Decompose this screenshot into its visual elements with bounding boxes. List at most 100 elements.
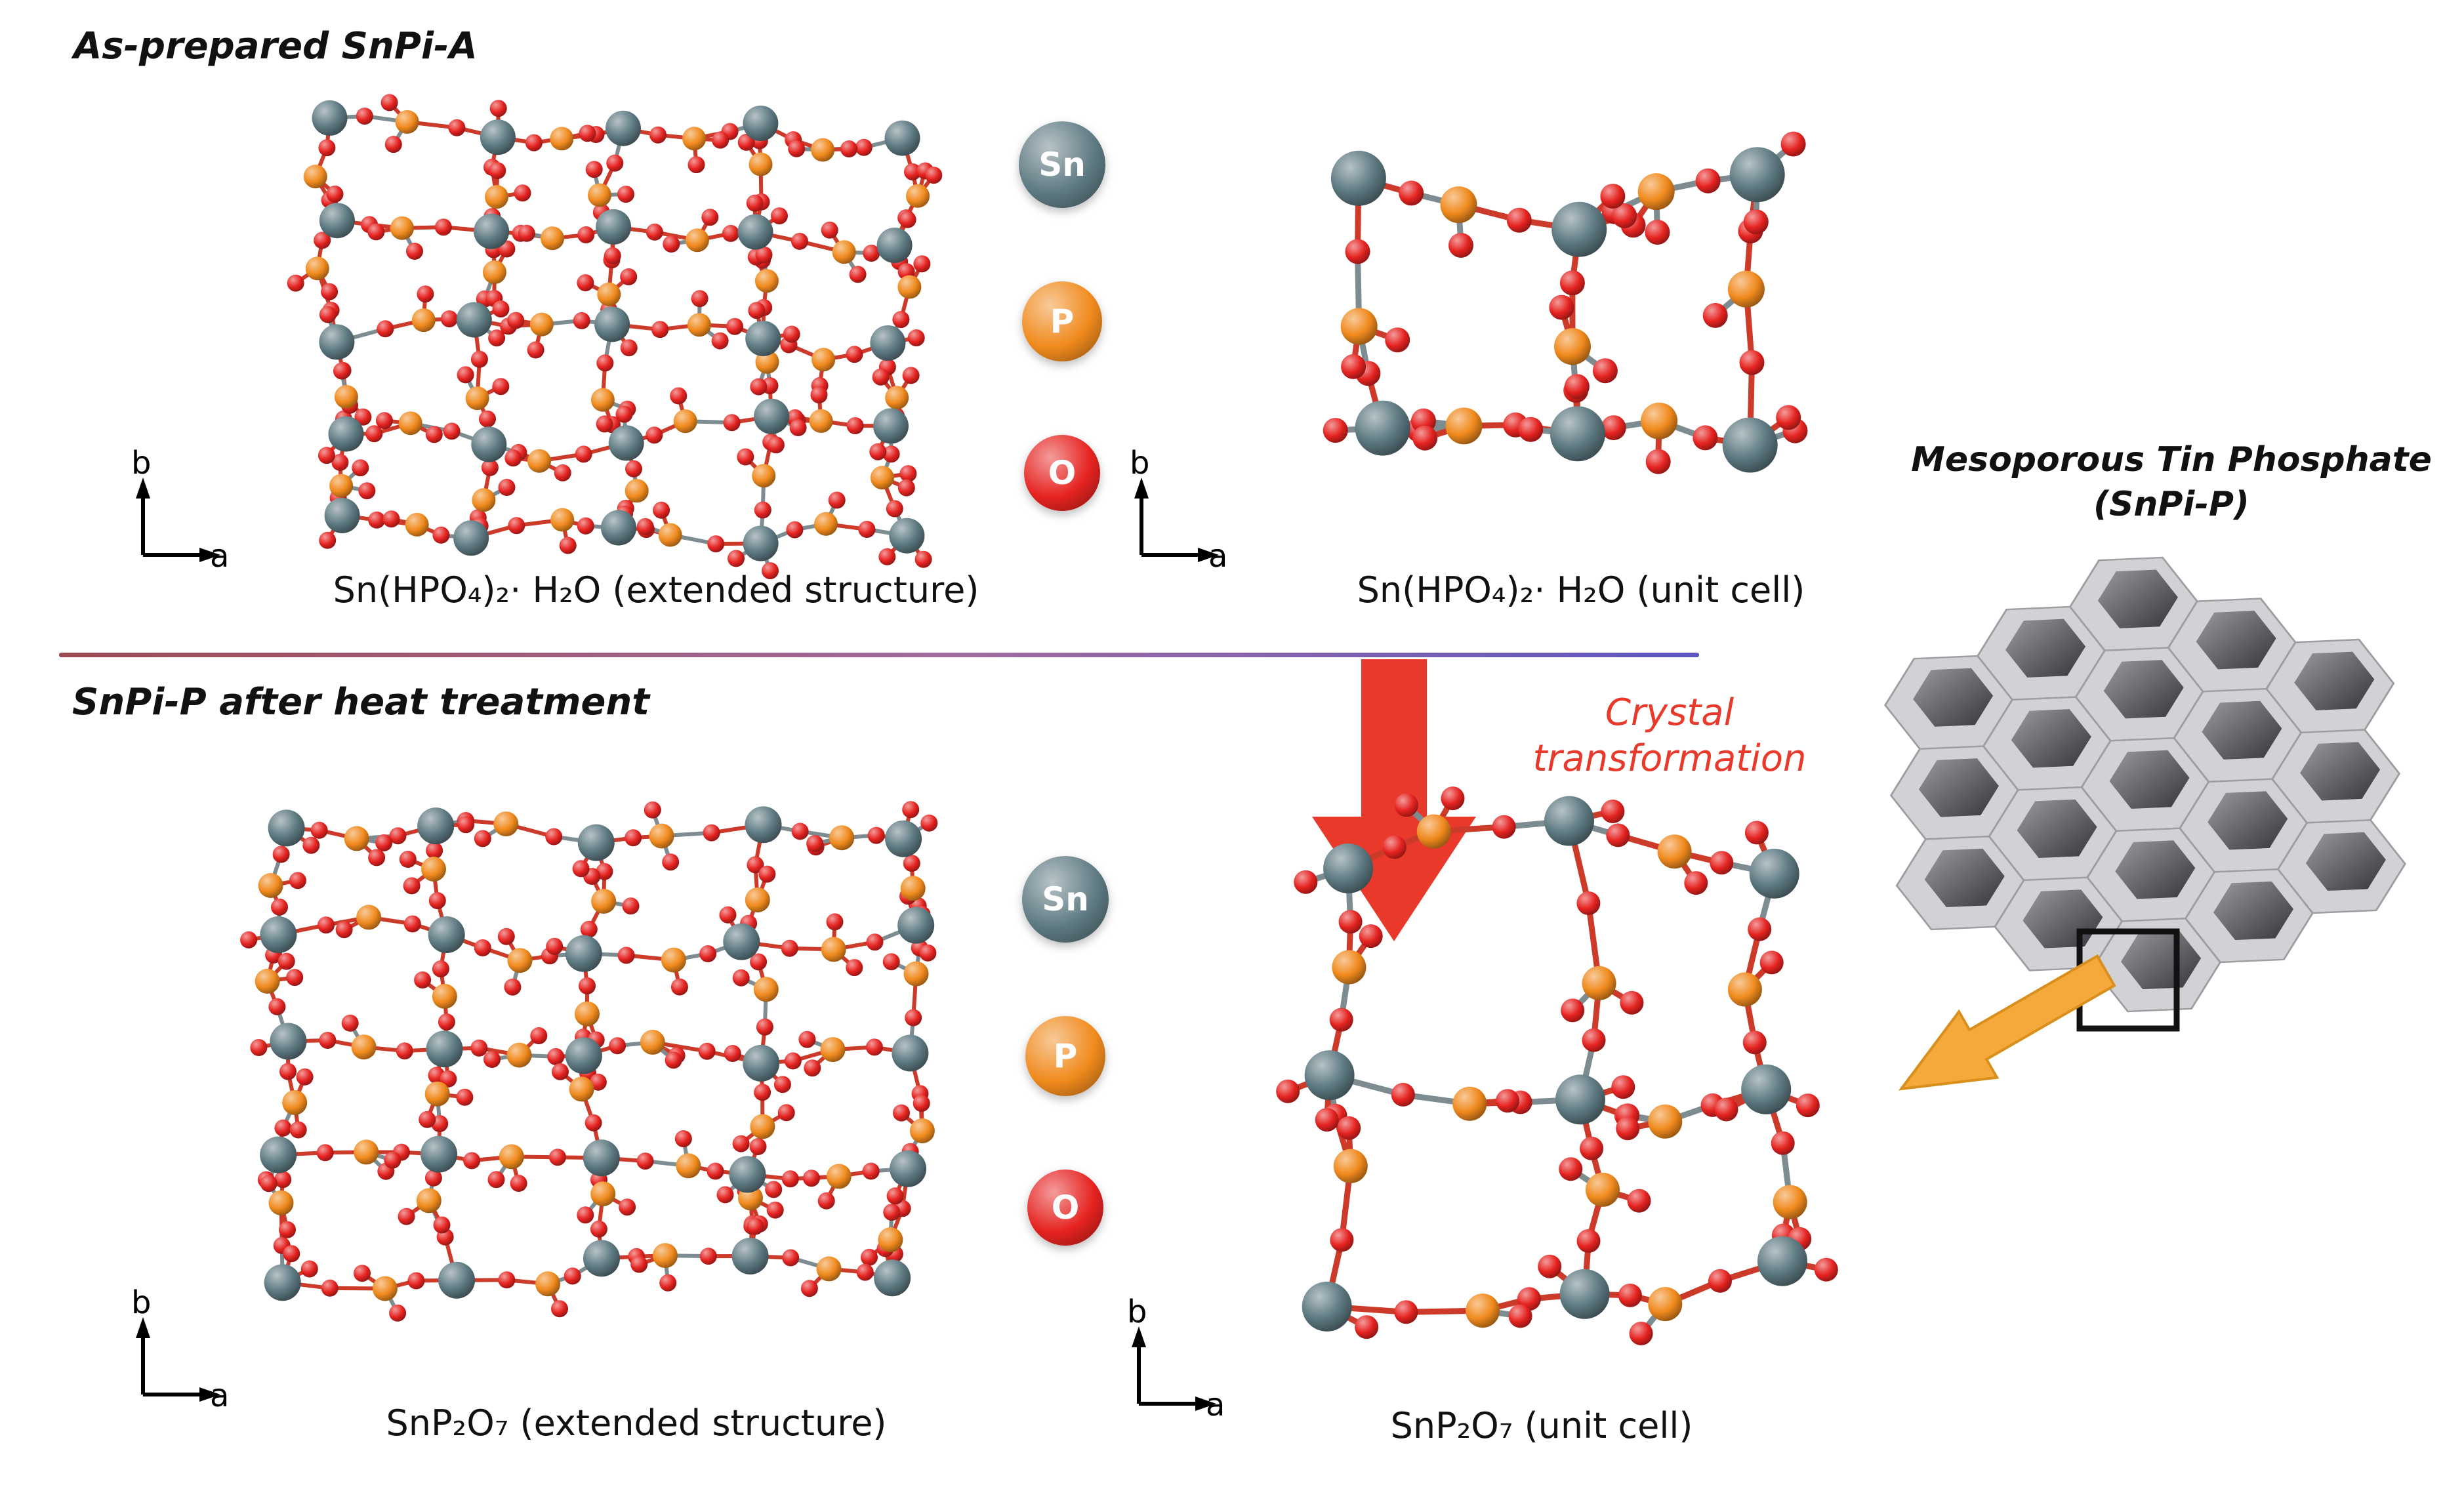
o-atom	[240, 931, 258, 948]
o-atom	[1399, 180, 1424, 206]
o-atom	[750, 378, 768, 396]
o-atom	[1385, 327, 1410, 353]
p-atom	[826, 1164, 852, 1189]
o-atom	[318, 139, 336, 157]
o-atom	[510, 1175, 527, 1192]
o-atom	[504, 449, 522, 467]
honeycomb-cell	[2173, 687, 2303, 783]
p-atom	[903, 961, 929, 987]
o-atom	[920, 814, 938, 832]
sn-atom	[1555, 1074, 1605, 1125]
o-atom	[748, 302, 766, 319]
o-atom	[732, 1135, 750, 1152]
o-atom	[620, 339, 638, 357]
o-atom	[863, 245, 880, 262]
p-atom	[303, 165, 327, 189]
o-atom	[507, 312, 525, 329]
sn-atom	[583, 1240, 620, 1277]
sn-atom	[264, 1264, 301, 1301]
o-atom	[670, 387, 688, 405]
p-atom	[485, 185, 508, 209]
o-atom	[1518, 417, 1544, 442]
honeycomb-cell	[1988, 786, 2118, 882]
p-atom	[753, 977, 779, 1002]
axes-indicator-top-left: b a	[131, 445, 229, 571]
p-atom	[1416, 814, 1451, 849]
o-atom	[712, 131, 729, 149]
legend-sn-label: Sn	[1042, 880, 1089, 918]
p-atom	[811, 348, 836, 372]
o-atom	[368, 849, 386, 866]
o-atom	[428, 892, 446, 910]
o-atom	[504, 978, 522, 996]
o-atom	[377, 320, 394, 338]
o-atom	[636, 518, 654, 535]
p-atom	[897, 275, 922, 299]
o-atom	[489, 162, 506, 180]
o-atom	[287, 274, 304, 292]
o-atom	[414, 971, 432, 988]
o-atom	[886, 1187, 904, 1205]
o-atom	[1744, 821, 1769, 845]
o-atom	[579, 125, 596, 142]
sn-atom	[1550, 406, 1605, 462]
o-atom	[892, 311, 910, 329]
sn-atom	[319, 324, 355, 360]
honeycomb-cell	[2080, 737, 2210, 832]
o-atom	[302, 836, 320, 854]
p-atom	[268, 1190, 294, 1215]
sn-atom	[889, 518, 925, 554]
sn-atom	[312, 100, 348, 136]
p-atom	[1586, 1172, 1620, 1207]
o-atom	[481, 459, 499, 476]
o-atom	[549, 1149, 566, 1166]
o-atom	[498, 479, 516, 496]
mesoporous-title-line1: Mesoporous Tin Phosphate	[1911, 440, 2432, 479]
o-atom	[1330, 1228, 1354, 1252]
legend-p-label: P	[1053, 1037, 1078, 1075]
o-atom	[403, 877, 421, 895]
o-atom	[782, 1249, 800, 1267]
o-atom	[1748, 917, 1772, 941]
o-atom	[352, 459, 369, 477]
p-atom	[416, 1188, 441, 1213]
o-atom	[698, 1042, 716, 1060]
o-atom	[788, 140, 806, 157]
sn-atom	[471, 426, 507, 462]
o-atom	[551, 1300, 568, 1318]
o-atom	[691, 290, 708, 308]
o-atom	[424, 1169, 442, 1187]
o-atom	[1341, 354, 1366, 379]
sn-atom	[743, 525, 779, 561]
o-atom	[432, 960, 449, 978]
o-atom	[577, 517, 594, 535]
sn-atom	[324, 497, 360, 533]
o-atom	[457, 816, 475, 834]
o-atom	[662, 853, 680, 871]
o-atom	[272, 846, 290, 863]
sn-atom	[743, 1044, 780, 1082]
o-atom	[754, 1084, 771, 1101]
o-atom	[514, 184, 531, 202]
o-atom	[882, 445, 900, 463]
sn-atom	[565, 1037, 602, 1074]
o-atom	[277, 952, 295, 970]
legend-o-label: O	[1048, 454, 1077, 492]
o-atom	[651, 321, 669, 338]
p-atom	[405, 512, 429, 537]
o-atom	[573, 312, 590, 329]
o-atom	[310, 821, 328, 839]
sn-atom	[745, 321, 781, 356]
mesoporous-title: Mesoporous Tin Phosphate (SnPi-P)	[1889, 438, 2454, 527]
caption-top-unit-cell: Sn(HPO₄)₂· H₂O (unit cell)	[1357, 569, 1805, 611]
o-atom	[530, 1027, 548, 1044]
p-atom	[1648, 1287, 1683, 1322]
o-atom	[260, 1175, 277, 1192]
sn-atom	[260, 1136, 297, 1173]
o-atom	[872, 368, 890, 386]
p-atom	[506, 1042, 532, 1068]
o-atom	[433, 1216, 451, 1234]
sn-atom	[897, 907, 935, 944]
o-atom	[609, 1037, 626, 1055]
o-atom	[800, 1280, 818, 1297]
